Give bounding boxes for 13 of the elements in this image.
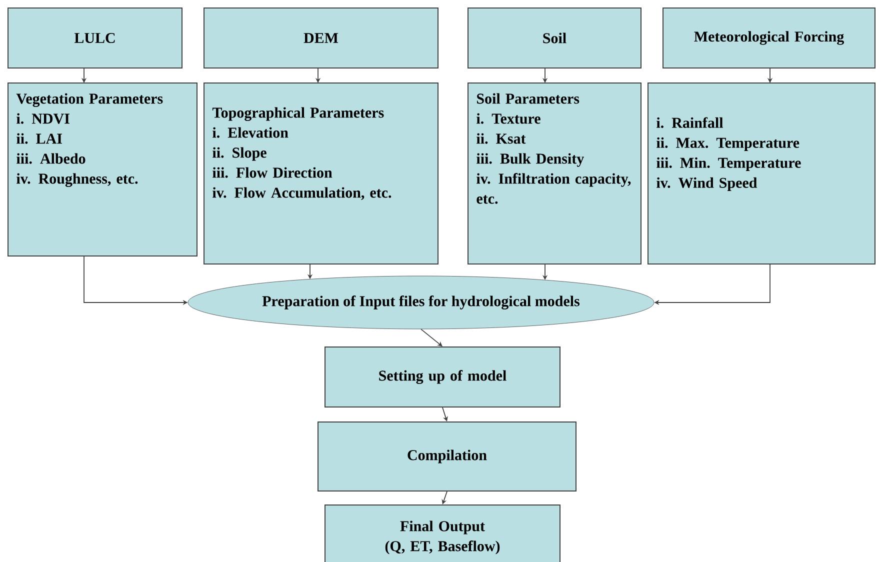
- output-box: Final Output (Q, ET, Baseflow): [324, 504, 560, 562]
- parameter-box: i. Rainfall ii. Max. Temperature iii. Min. Temperature iv. Wind Speed: [648, 82, 876, 264]
- parameter-box: Soil Parameters i. Texture ii. Ksat iii. Bulk Density iv. Infiltration capacity, etc.: [468, 82, 642, 264]
- header-box: Soil: [468, 8, 642, 68]
- header-box: DEM: [204, 8, 438, 68]
- parameter-box: Topographical Parameters i. Elevation ii. Slope iii. Flow Direction iv. Flow Accumulation, etc.: [204, 82, 438, 264]
- parameter-box: Vegetation Parameters i. NDVI ii. LAI iii. Albedo iv. Roughness, etc.: [8, 82, 198, 256]
- arrow: [442, 491, 448, 504]
- header-box: Meteorological Forcing: [662, 8, 876, 68]
- header-box: LULC: [8, 8, 182, 68]
- process-box: Compilation: [318, 421, 576, 492]
- process-box: Setting up of model: [324, 346, 560, 408]
- arrow: [420, 328, 442, 346]
